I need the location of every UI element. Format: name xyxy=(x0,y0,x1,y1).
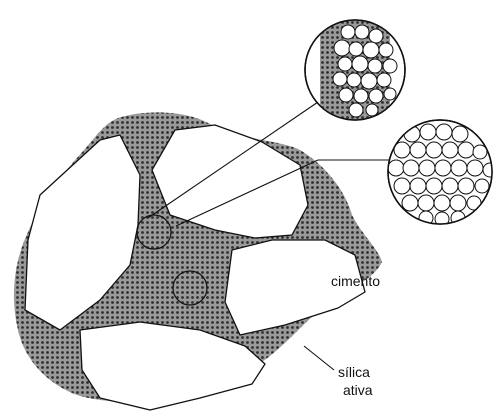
silica-pointer-line xyxy=(304,346,334,370)
cement-label: cimento xyxy=(331,273,380,290)
magnified-view-with-silica xyxy=(305,20,405,120)
magnified-view-cement xyxy=(388,120,497,226)
silica-label-line-2: ativa xyxy=(343,382,373,399)
silica-label-line-1: sílica xyxy=(338,364,370,381)
